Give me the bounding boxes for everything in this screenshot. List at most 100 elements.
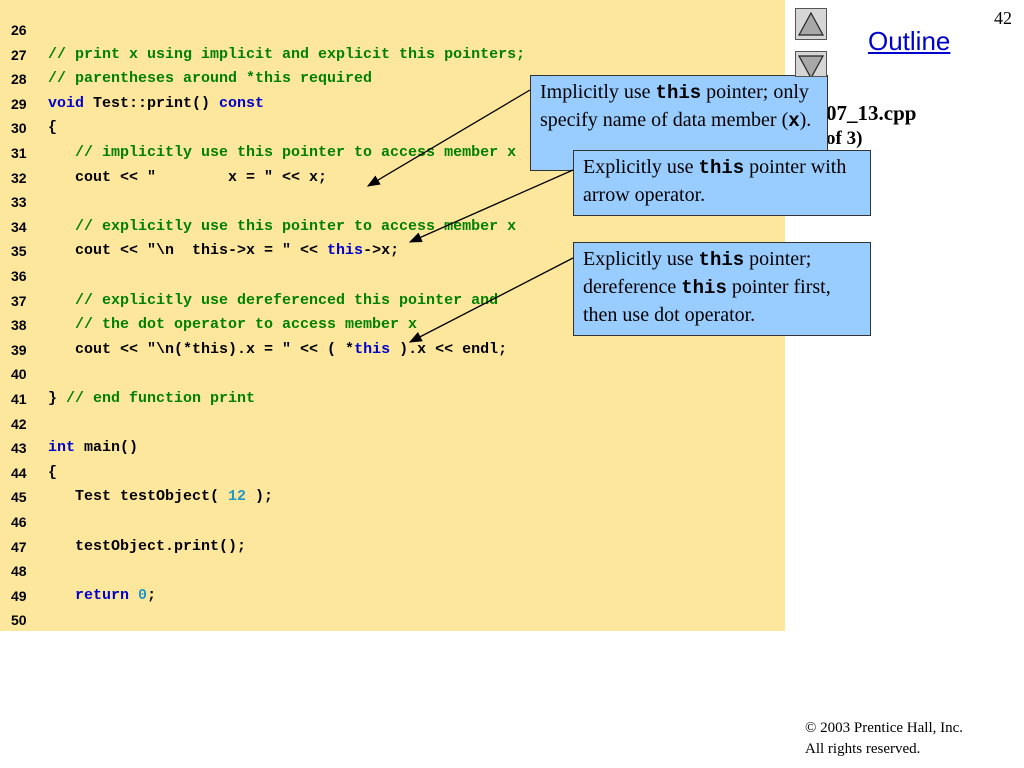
callout-implicit-text-2: pointer; only specify name of data membe…	[540, 81, 809, 131]
line-number: 29	[11, 95, 27, 112]
code-line: 48	[0, 559, 785, 583]
nav-down-button[interactable]	[795, 51, 827, 77]
code-token: );	[246, 488, 274, 506]
code-comment: // explicitly use this pointer to access…	[48, 217, 517, 235]
callout-deref-text-1: Explicitly use	[583, 248, 699, 270]
line-number: 41	[11, 391, 27, 407]
code-token: Test testObject(	[48, 488, 229, 506]
callout-deref-text-3: pointer first, then use dot operator.	[583, 276, 831, 326]
code-text: // implicitly use this pointer to access…	[48, 141, 516, 165]
code-line: 44 {	[0, 461, 785, 485]
code-text: cout << "\n(*this).x = " << ( *this ).x …	[48, 338, 507, 362]
code-line: 36	[0, 264, 785, 288]
code-comment: // implicitly use this pointer to access…	[48, 144, 517, 161]
line-number: 44	[11, 464, 27, 481]
code-line: 39 cout << "\n(*this).x = " << ( *this )…	[0, 338, 785, 362]
code-text: Test testObject( 12 );	[48, 485, 273, 509]
code-line: 32 cout << " x = " << x;	[0, 166, 785, 190]
code-line: 41} // end function print	[0, 387, 785, 411]
callout-implicit-text-1: Implicitly use	[540, 81, 656, 103]
code-keyword: return	[75, 586, 130, 604]
code-line: 42	[0, 412, 785, 436]
code-keyword: void	[48, 94, 85, 112]
callout-deref-keyword-2: this	[681, 277, 727, 299]
code-text: {	[48, 116, 57, 140]
line-number: 32	[11, 169, 27, 186]
line-number: 50	[11, 612, 27, 629]
line-number: 31	[11, 145, 27, 161]
code-line: 40	[0, 362, 785, 386]
line-number: 36	[11, 268, 27, 284]
callout-deref-keyword: this	[698, 249, 745, 271]
code-text: cout << "\n this->x = " << this->x;	[48, 239, 399, 263]
code-token: cout << "\n(*this).x = " << ( *	[48, 340, 355, 358]
file-page-indicator: of 3)	[826, 128, 863, 149]
code-line: 30{	[0, 116, 785, 140]
code-token: testObject.print();	[48, 537, 247, 555]
code-comment: // parentheses around *this required	[48, 70, 373, 88]
code-number: 12	[228, 488, 247, 506]
line-number: 47	[11, 538, 27, 555]
line-number: 28	[11, 71, 27, 88]
code-text: cout << " x = " << x;	[48, 166, 327, 190]
code-line: 33	[0, 190, 785, 214]
code-line: 29 void Test::print() const	[0, 92, 785, 116]
code-text: return 0;	[48, 584, 156, 608]
copyright-line-1: 2003 Prentice Hall, Inc.	[816, 720, 964, 736]
code-line: 27 // print x using implicit and explicit…	[0, 43, 785, 67]
code-keyword: this	[354, 340, 391, 358]
file-name: 07_13.cpp	[826, 101, 917, 125]
callout-dereference: Explicitly use this pointer; dereference…	[573, 242, 871, 336]
code-line: 34 // explicitly use this pointer to acc…	[0, 215, 785, 239]
code-token: {	[48, 463, 58, 481]
line-number: 40	[11, 366, 27, 383]
page-number: 42	[994, 8, 1012, 28]
copyright-notice: © 2003 Prentice Hall, Inc. All rights re…	[805, 718, 963, 760]
line-number: 48	[11, 563, 27, 580]
code-comment: // explicitly use dereferenced this poin…	[48, 291, 499, 309]
code-token: }	[48, 390, 67, 407]
line-number: 42	[11, 415, 27, 432]
code-line: 46	[0, 510, 785, 534]
line-number: 27	[11, 46, 27, 63]
code-line: 35 cout << "\n this->x = " << this->x;	[0, 239, 785, 263]
code-text: // parentheses around *this required	[48, 67, 372, 91]
code-token	[48, 587, 75, 604]
code-comment: // the dot operator to access member x	[48, 316, 418, 334]
triangle-up-icon	[797, 11, 825, 36]
code-keyword: this	[327, 242, 364, 260]
code-token: Test::print()	[84, 94, 220, 112]
line-number: 33	[11, 194, 27, 211]
code-token: ;	[147, 586, 157, 604]
code-token: cout << " x = " << x;	[48, 168, 328, 186]
code-text: // explicitly use dereferenced this poin…	[48, 289, 498, 313]
outline-link[interactable]: Outline	[868, 26, 951, 56]
line-number: 39	[11, 341, 27, 358]
code-text: void Test::print() const	[48, 92, 264, 116]
callout-deref-text-2: pointer; dereference	[583, 248, 812, 298]
code-text: {	[48, 461, 57, 485]
copyright-symbol: ©	[805, 720, 817, 736]
line-number: 46	[11, 514, 27, 530]
line-number: 45	[11, 489, 27, 506]
code-line: 45 Test testObject( 12 );	[0, 485, 785, 509]
code-token: {	[48, 119, 58, 137]
code-text: // explicitly use this pointer to access…	[48, 215, 516, 239]
nav-up-button[interactable]	[795, 8, 827, 40]
callout-implicit-keyword: this	[655, 82, 702, 104]
copyright-line-2: All rights reserved.	[805, 741, 921, 757]
code-token: cout << "\n this->x = " <<	[48, 242, 328, 260]
callout-implicit-keyword-2: x	[788, 110, 800, 132]
code-token: main()	[75, 439, 139, 457]
code-line: 50	[0, 608, 785, 632]
line-number: 26	[11, 22, 27, 38]
line-number: 38	[11, 317, 27, 334]
code-line: 26	[0, 18, 785, 42]
callout-arrow-text-2: pointer with arrow operator.	[583, 156, 847, 206]
code-comment: // end function print	[66, 390, 256, 407]
line-number: 37	[11, 292, 27, 309]
line-number: 43	[11, 440, 27, 457]
code-text: // print x using implicit and explicit t…	[48, 43, 525, 67]
code-token: ).x << endl;	[390, 340, 508, 358]
code-text: testObject.print();	[48, 535, 246, 559]
